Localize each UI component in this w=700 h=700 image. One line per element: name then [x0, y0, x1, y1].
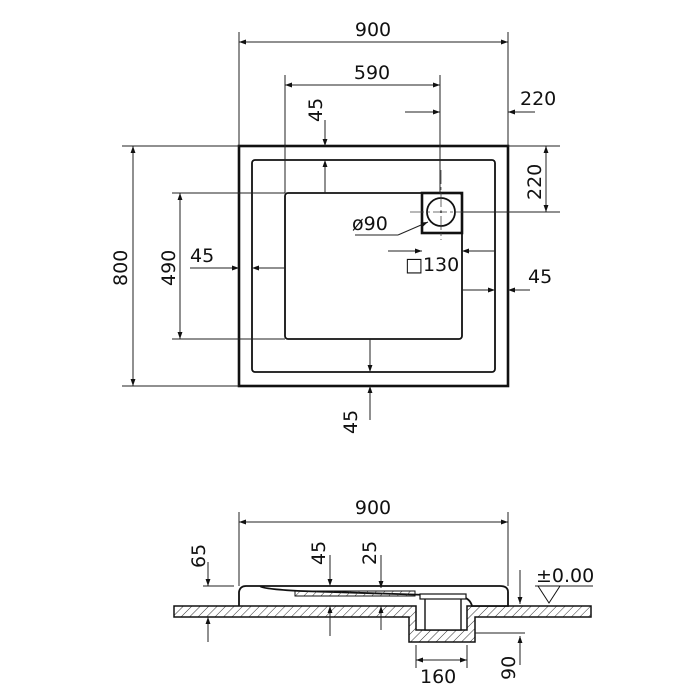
- section-dim-pit-width: 160: [420, 666, 456, 688]
- basin-outline: [284, 192, 463, 340]
- dim-drain-offset-x: 220: [520, 88, 556, 110]
- level-symbol: [537, 585, 561, 604]
- dim-basin-length: 490: [158, 250, 180, 286]
- dim-rim-right: 45: [528, 266, 552, 288]
- drain-cap: [419, 593, 467, 600]
- drain-square: [420, 191, 464, 235]
- dim-overall-length: 800: [110, 250, 132, 286]
- dim-basin-width: 590: [354, 62, 390, 84]
- section-dim-pit-depth: 90: [498, 656, 520, 680]
- floor-slab: [173, 605, 592, 643]
- section-view: 900 65 45 25 ±0.00 160 90: [173, 497, 594, 688]
- section-floor-level: ±0.00: [536, 565, 594, 587]
- dim-drain-square: □130: [405, 254, 459, 276]
- tray-outline: [237, 144, 510, 388]
- top-view: 900 590 220 45 220 800 490 45: [110, 19, 560, 434]
- section-dim-height: 65: [188, 544, 210, 568]
- basin-grating: [294, 590, 416, 597]
- dim-rim-top: 45: [305, 98, 327, 122]
- section-dim-width: 900: [355, 497, 391, 519]
- drain-trap: [424, 597, 462, 631]
- section-dim-depth-b: 25: [359, 541, 381, 565]
- dim-drain-offset-y: 220: [524, 164, 546, 200]
- dim-rim-left: 45: [190, 245, 214, 267]
- dim-overall-width: 900: [355, 19, 391, 41]
- dim-rim-bottom: 45: [340, 410, 362, 434]
- section-dim-depth-a: 45: [308, 541, 330, 565]
- dim-drain-diameter: ø90: [352, 213, 388, 235]
